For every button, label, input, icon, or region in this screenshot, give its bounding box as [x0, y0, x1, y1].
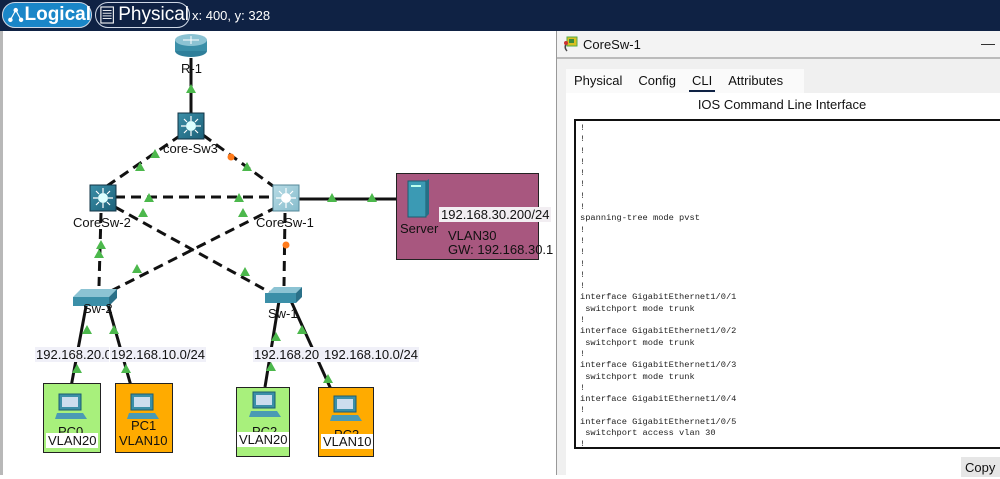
port-up-indicator — [94, 249, 104, 258]
pc-icon[interactable] — [249, 391, 283, 419]
logical-view-button[interactable]: Logical — [2, 2, 92, 28]
port-up-indicator — [266, 362, 276, 371]
port-up-indicator — [72, 364, 82, 373]
physical-label: Physical — [118, 4, 189, 25]
device-label-sw-2: Sw-2 — [83, 301, 113, 316]
pc0-vlan-note: VLAN20 — [46, 433, 99, 448]
port-up-indicator — [271, 332, 281, 341]
port-up-indicator — [138, 208, 148, 217]
physical-view-button[interactable]: Physical — [95, 2, 190, 28]
port-up-indicator — [238, 208, 248, 217]
tab-config[interactable]: Config — [638, 73, 676, 88]
pc3-vlan-note: VLAN10 — [321, 434, 374, 449]
device-label-pc1: PC1 — [131, 418, 157, 433]
multilayer-switch-icon — [177, 112, 205, 140]
device-label-pc2: PC2 — [252, 424, 278, 433]
port-up-indicator — [109, 325, 119, 334]
port-up-indicator — [132, 264, 142, 273]
device-label-coresw-1: CoreSw-1 — [256, 215, 314, 230]
pc-icon[interactable] — [55, 393, 89, 421]
pc-icon[interactable] — [127, 393, 161, 421]
tab-attributes[interactable]: Attributes — [728, 73, 784, 88]
window-titlebar[interactable]: CoreSw-1 — — [557, 31, 1000, 59]
device-tabs: Physical Config CLI Attributes — [566, 69, 804, 93]
port-up-indicator — [297, 325, 307, 334]
packet-tracer-app-icon — [564, 36, 578, 52]
physical-rack-icon — [100, 6, 114, 24]
port-up-indicator — [240, 267, 250, 276]
server-ip-note: 192.168.30.200/24 — [439, 207, 552, 222]
device-label-server: Server — [400, 221, 439, 236]
subnet-label: 192.168.10.0/24 — [323, 347, 419, 362]
pc1-vlan-note: VLAN10 — [119, 433, 168, 448]
top-toolbar: Logical Physical x: 400, y: 328 — [0, 0, 1000, 31]
port-status-up-indicators — [72, 84, 377, 383]
switch-icon — [265, 287, 302, 303]
port-up-indicator — [82, 325, 92, 334]
device-label-coresw-2: CoreSw-2 — [73, 215, 131, 230]
logical-topology-icon — [8, 7, 24, 23]
device-label-sw-1: Sw-1 — [268, 306, 298, 321]
pc-icon[interactable] — [330, 395, 364, 423]
subnet-label: 192.168.10.0/24 — [110, 347, 206, 362]
cli-panel: IOS Command Line Interface ! ! ! ! ! ! !… — [566, 93, 1000, 475]
multilayer-switch-icon — [89, 184, 117, 212]
port-up-indicator — [150, 149, 160, 158]
logical-label: Logical — [24, 4, 91, 25]
port-up-indicator — [144, 193, 154, 202]
pc2-vlan-note: VLAN20 — [237, 432, 290, 447]
link-coresw2-sw1 — [114, 205, 272, 295]
device-label-pc3: PC3 — [334, 427, 360, 435]
port-up-indicator — [135, 162, 145, 171]
window-title: CoreSw-1 — [583, 36, 641, 52]
cli-console[interactable]: ! ! ! ! ! ! ! ! spanning-tree mode pvst … — [574, 119, 1000, 449]
link-coresw2-sw2 — [97, 212, 103, 287]
port-up-indicator — [96, 240, 106, 249]
port-blocked-indicator — [227, 153, 235, 161]
link-coresw3-coresw1 — [202, 133, 274, 188]
device-label-r1: R-1 — [181, 61, 202, 76]
port-up-indicator — [234, 193, 244, 202]
tab-physical[interactable]: Physical — [574, 73, 623, 88]
port-up-indicator — [242, 162, 252, 171]
multilayer-switch-icon — [272, 184, 300, 212]
server-vlan-note: VLAN30 — [448, 228, 497, 243]
topology-canvas[interactable]: R-1 core-Sw3 CoreSw-2 CoreSw-1 Sw-2 Sw-1… — [0, 31, 556, 475]
router-icon — [175, 34, 207, 57]
switch-icon — [73, 289, 117, 306]
copy-button[interactable]: Copy — [961, 457, 1000, 477]
cli-panel-title: IOS Command Line Interface — [697, 97, 867, 112]
server-gateway-note: GW: 192.168.30.1 — [448, 242, 554, 257]
device-label-core-sw3: core-Sw3 — [163, 141, 218, 156]
subnet-label: 192.168.20.0 — [35, 347, 109, 362]
tab-cli[interactable]: CLI — [684, 70, 720, 92]
port-up-indicator — [327, 193, 337, 202]
port-up-indicator — [323, 374, 333, 383]
port-up-indicator — [367, 193, 377, 202]
server-icon[interactable] — [406, 179, 430, 219]
cursor-coordinates: x: 400, y: 328 — [192, 8, 271, 23]
port-up-indicator — [121, 364, 131, 373]
subnet-label: 192.168.20 — [253, 347, 323, 362]
link-sw1-pc2 — [263, 300, 281, 388]
device-window: CoreSw-1 — Physical Config CLI Attribute… — [556, 31, 1000, 477]
port-up-indicator — [186, 84, 196, 93]
device-label-pc0: PC0 — [58, 424, 84, 433]
port-blocked-indicator — [282, 241, 290, 249]
minimize-button[interactable]: — — [981, 35, 995, 51]
link-coresw1-sw1 — [282, 212, 287, 287]
